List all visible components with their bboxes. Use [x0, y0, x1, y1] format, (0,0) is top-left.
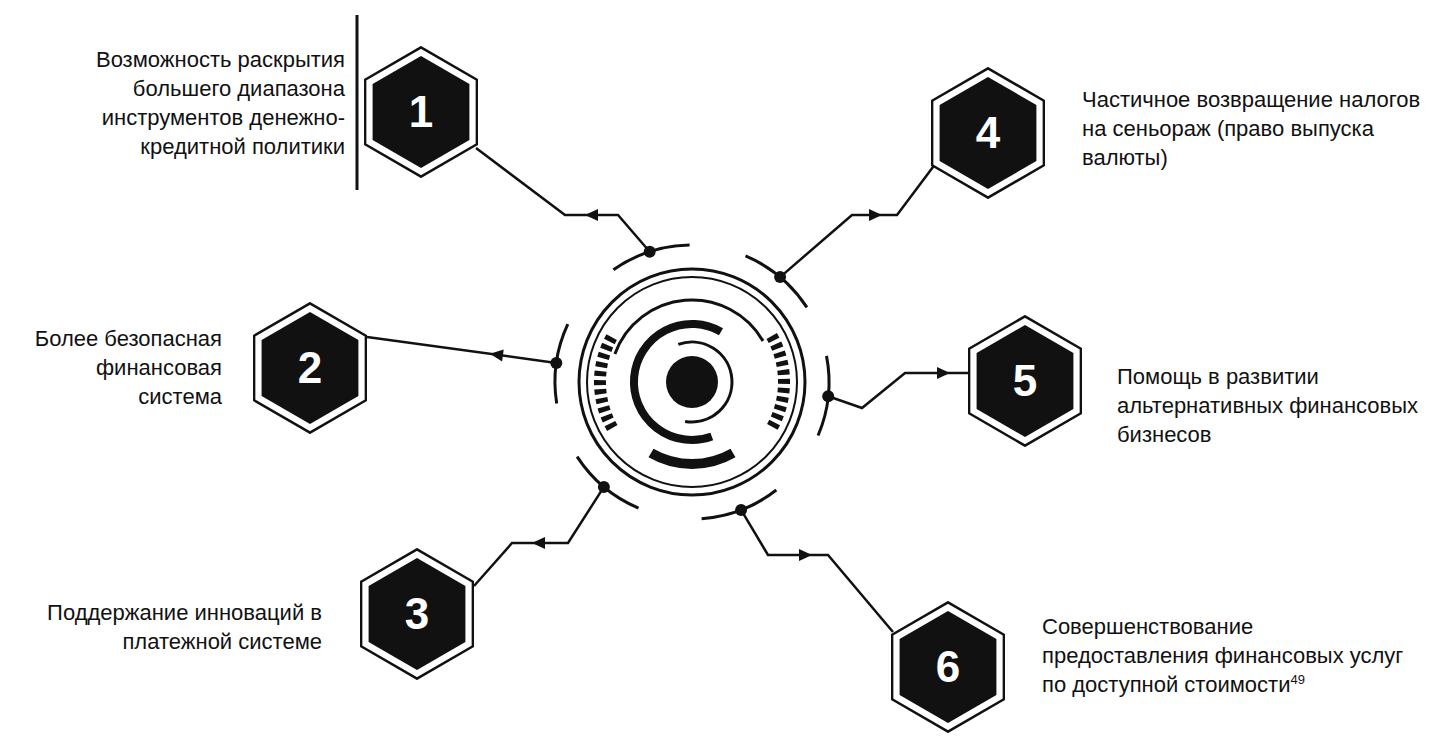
- hexagon-node: 4Частичное возвращение налогов на сеньор…: [931, 67, 1045, 199]
- benefit-label: Совершенствование предоставления финансо…: [1042, 612, 1414, 699]
- callout-number: 4: [931, 67, 1045, 199]
- hexagon-node: 3Поддержание инноваций в платежной систе…: [360, 548, 474, 680]
- benefit-label: Поддержание инноваций в платежной систем…: [22, 598, 322, 656]
- benefit-label: Помощь в развитии альтернативных финансо…: [1117, 362, 1435, 449]
- callout-number: 3: [360, 548, 474, 680]
- footnote-mark: 49: [1290, 671, 1304, 686]
- benefit-label: Возможность раскрытия большего диапазона…: [15, 45, 345, 161]
- hexagon-node: 1Возможность раскрытия большего диапазон…: [364, 46, 478, 178]
- benefit-text: Помощь в развитии альтернативных финансо…: [1117, 364, 1418, 447]
- callout-number: 2: [253, 302, 367, 434]
- benefit-label: Частичное возвращение налогов на сеньора…: [1082, 85, 1437, 172]
- hexagon-node: 6Совершенствование предоставления финанс…: [891, 601, 1005, 733]
- callout-number: 6: [891, 601, 1005, 733]
- benefit-text: Возможность раскрытия большего диапазона…: [96, 47, 345, 159]
- benefit-text: Более безопасная финансовая система: [35, 326, 222, 409]
- benefit-text: Частичное возвращение налогов на сеньора…: [1082, 87, 1420, 170]
- callout-number: 5: [968, 315, 1082, 447]
- hexagon-node: 5Помощь в развитии альтернативных финанс…: [968, 315, 1082, 447]
- benefit-text: Поддержание инноваций в платежной систем…: [47, 600, 322, 654]
- benefit-label: Более безопасная финансовая система: [7, 324, 222, 411]
- callout-number: 1: [364, 46, 478, 178]
- hexagon-node: 2Более безопасная финансовая система: [253, 302, 367, 434]
- benefit-text: Совершенствование предоставления финансо…: [1042, 614, 1403, 697]
